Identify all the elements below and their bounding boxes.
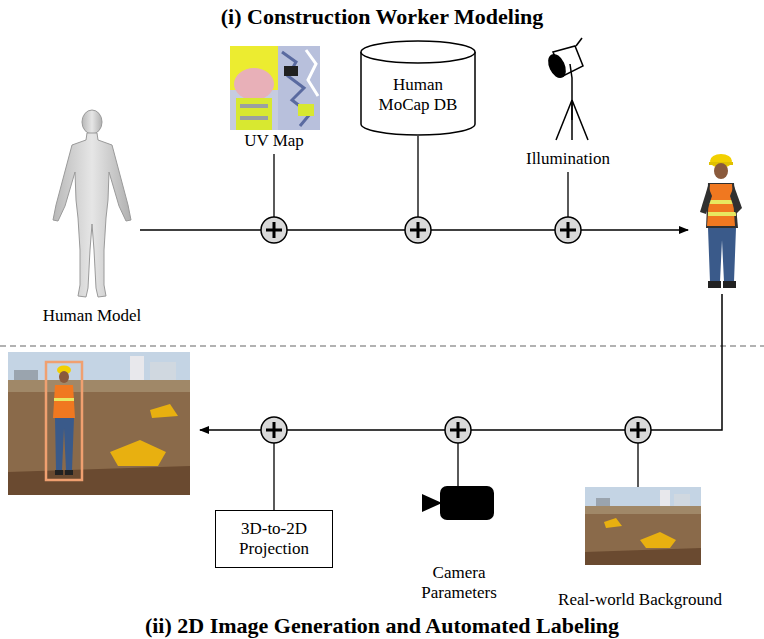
flow-line <box>200 294 722 430</box>
icon-caption: Human Model <box>22 306 162 326</box>
icon-label: Human Model <box>22 306 162 326</box>
camera-icon <box>422 486 494 520</box>
node-label: 3D-to-2D Projection <box>224 519 324 558</box>
process-box: 3D-to-2D Projection <box>215 510 333 568</box>
database-cylinder: Human MoCap DB <box>360 40 476 136</box>
icon-label: Illumination <box>508 149 628 169</box>
input-line <box>457 443 458 486</box>
labeled-image <box>8 352 190 495</box>
background-photo <box>585 487 701 565</box>
input-line <box>637 443 638 487</box>
input-line <box>273 443 274 510</box>
icon-caption: Real-world Background <box>540 590 740 610</box>
input-line <box>273 154 274 217</box>
plus-junction <box>261 417 651 443</box>
icon-label: Real-world Background <box>540 590 740 610</box>
icon-label: UV Map <box>224 131 324 151</box>
plus-junction <box>261 217 581 243</box>
icon-caption: UV Map <box>224 131 324 151</box>
separator-line <box>0 345 764 346</box>
diagram-title: (i) Construction Worker Modeling <box>0 4 764 29</box>
node-label: Human MoCap DB <box>376 75 460 114</box>
human-model-figure <box>53 110 131 297</box>
input-line <box>567 172 568 217</box>
input-line <box>417 136 418 217</box>
uv-map-image <box>230 46 320 130</box>
lamp-icon <box>546 38 588 140</box>
icon-caption: Camera Parameters <box>413 563 505 602</box>
icon-label: Camera Parameters <box>413 563 505 602</box>
icon-caption: Illumination <box>508 149 628 169</box>
diagram-caption: (ii) 2D Image Generation and Automated L… <box>0 613 764 638</box>
worker-figure <box>700 154 742 288</box>
